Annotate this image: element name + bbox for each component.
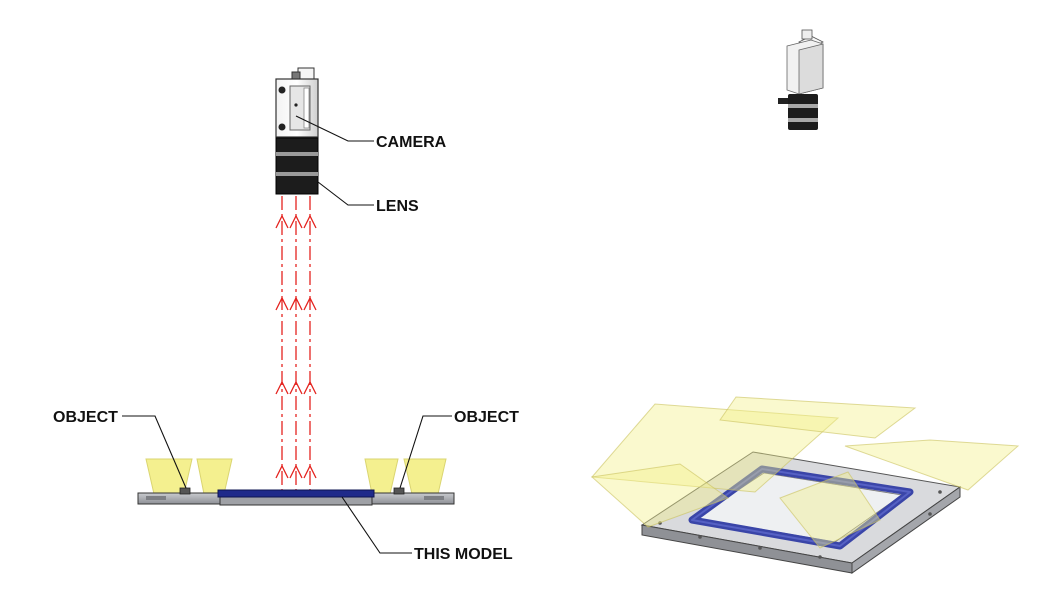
leader-lines [122,115,452,554]
lens-label: LENS [376,198,419,215]
this-model-label: THIS MODEL [414,546,513,563]
camera-isometric [778,29,824,130]
light-cones [145,458,447,495]
front-view: CAMERA LENS OBJECT OBJECT THIS MODEL [53,67,519,563]
object-label-left: OBJECT [53,409,118,426]
camera-side-view [275,67,319,138]
isometric-view [590,29,1020,574]
ray-arrowheads [275,214,317,479]
light-rays [281,196,311,490]
light-volumes-isometric [590,396,1020,549]
lens-side-view [275,137,319,195]
plate-isometric [640,451,962,574]
base-plate-front [137,487,455,506]
camera-label: CAMERA [376,134,447,151]
object-label-right: OBJECT [454,409,519,426]
